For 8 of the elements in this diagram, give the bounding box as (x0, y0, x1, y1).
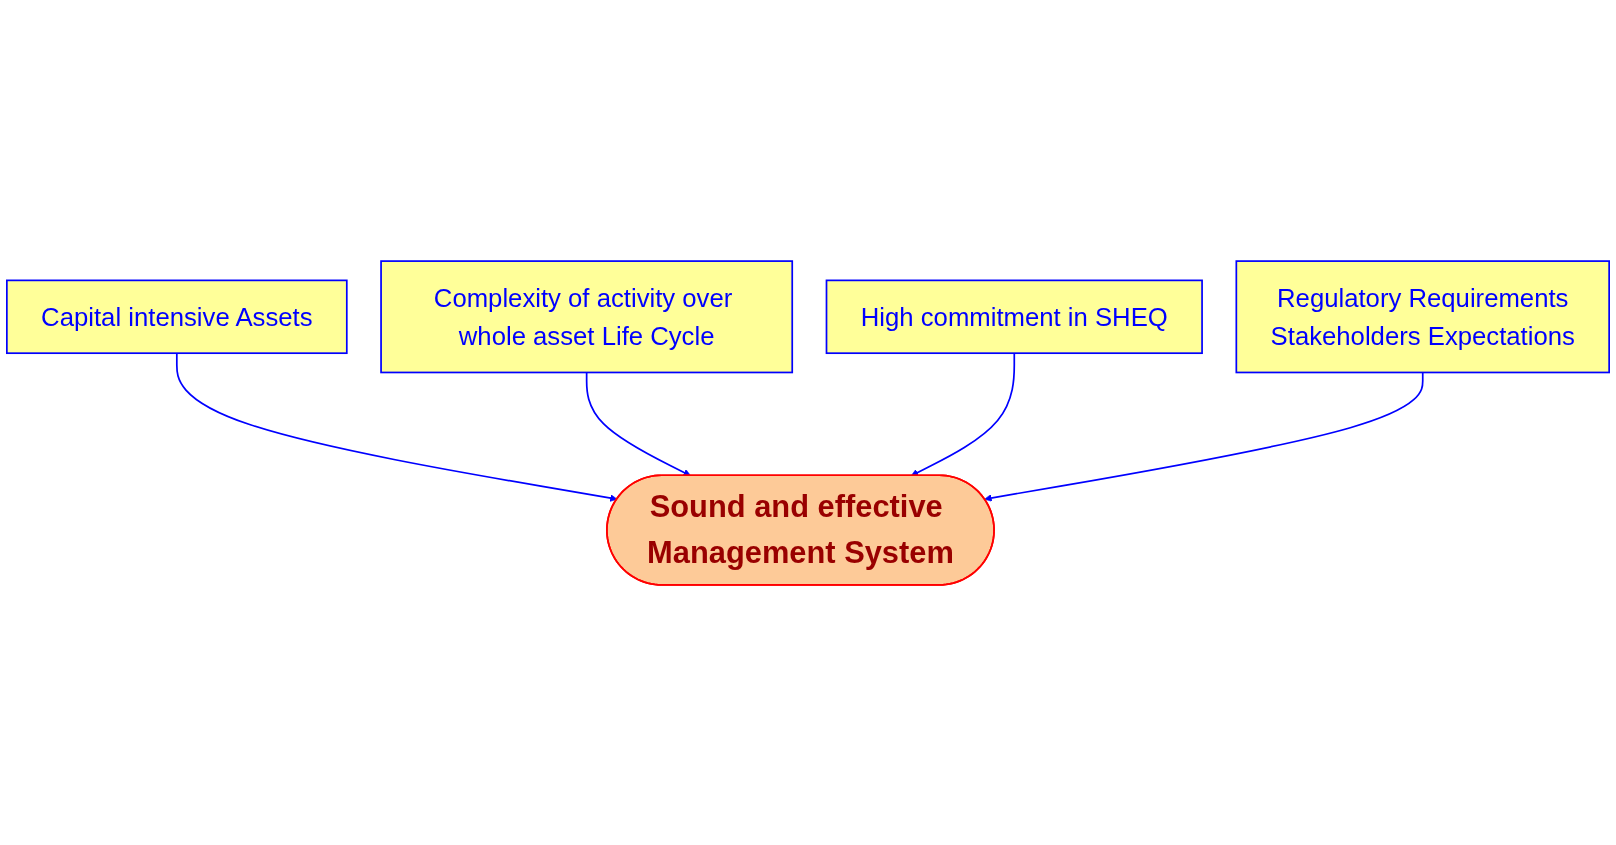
node-box: Complexity of activity over whole asset Life Cycle (380, 259, 794, 373)
node-box: Regulatory Requirements Stakeholders Expectations (1235, 259, 1610, 373)
arrow (585, 371, 691, 476)
arrow (984, 371, 1424, 502)
arrow (910, 351, 1016, 476)
arrow (175, 351, 618, 502)
node-box: Capital intensive Assets (6, 279, 348, 354)
node-box: High commitment in SHEQ (825, 279, 1203, 354)
